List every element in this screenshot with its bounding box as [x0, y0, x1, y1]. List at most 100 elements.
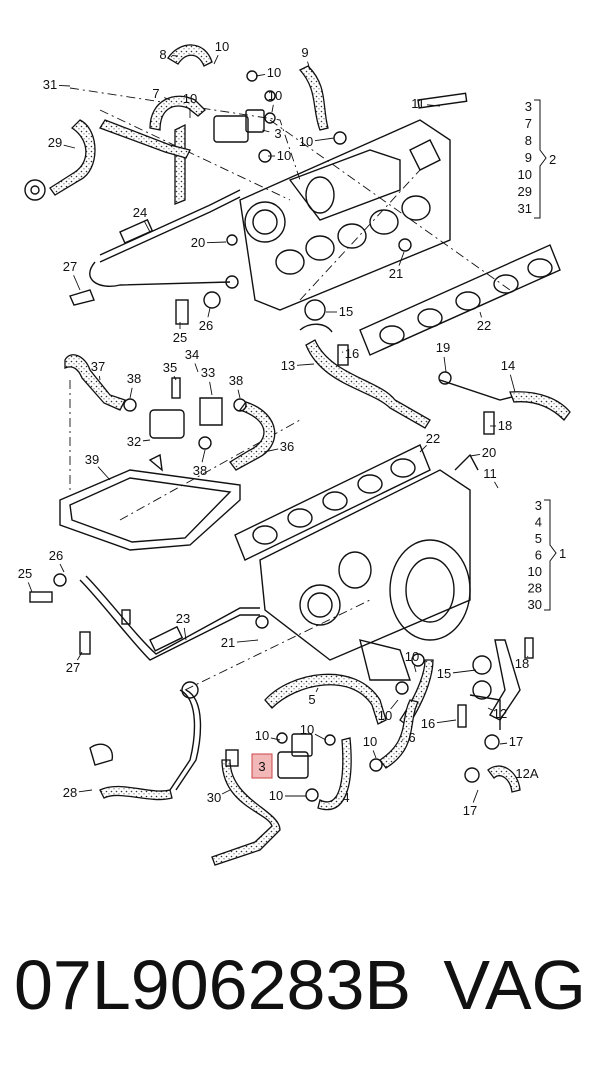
leader-line — [142, 439, 151, 442]
leader-line — [398, 251, 405, 266]
callout-29: 29 — [48, 135, 62, 150]
callout-33: 33 — [201, 365, 215, 380]
group-item: 31 — [518, 201, 532, 216]
part-number: 07L906283B — [14, 946, 412, 1024]
callout-39: 39 — [85, 452, 99, 467]
leader-line — [499, 742, 508, 745]
callout-10: 10 — [300, 722, 314, 737]
group-item: 28 — [528, 581, 542, 596]
callout-25: 25 — [18, 566, 32, 581]
coolant-pipes-lower — [457, 637, 534, 793]
callout-10: 10 — [215, 39, 229, 54]
callout-12a: 12A — [515, 766, 538, 781]
group-item: 10 — [528, 564, 542, 579]
callout-22: 22 — [477, 318, 491, 333]
group-item: 3 — [535, 498, 542, 513]
group-braces — [534, 99, 557, 611]
callout-8: 8 — [159, 47, 166, 62]
leader-line — [255, 74, 266, 77]
callout-10: 10 — [183, 91, 197, 106]
leader-line — [143, 220, 151, 233]
callout-11: 11 — [483, 466, 497, 481]
group-item: 30 — [528, 597, 542, 612]
group-item: 9 — [525, 150, 532, 165]
callout-16: 16 — [421, 716, 435, 731]
leader-line — [314, 137, 335, 142]
callout-10: 10 — [378, 708, 392, 723]
callout-26: 26 — [199, 318, 213, 333]
leader-line — [194, 363, 199, 373]
oil-line-lower — [29, 573, 269, 661]
leader-line — [213, 54, 219, 65]
callout-30: 30 — [207, 790, 221, 805]
callout-12: 12 — [493, 706, 507, 721]
footer: 07L906283B VAG — [0, 935, 600, 1035]
callout-10: 10 — [277, 148, 291, 163]
leader-line — [206, 241, 227, 244]
leader-line — [78, 789, 93, 793]
coolant-pipes-mid — [299, 323, 571, 435]
callout-16: 16 — [345, 346, 359, 361]
callout-18: 18 — [498, 418, 512, 433]
vacuum-cluster-mid — [64, 354, 276, 471]
callout-27: 27 — [66, 660, 80, 675]
gasket-upper — [359, 244, 561, 356]
callout-5: 5 — [308, 692, 315, 707]
callout-26: 26 — [49, 548, 63, 563]
callout-19: 19 — [436, 340, 450, 355]
leader-line — [27, 582, 33, 593]
leader-line — [527, 655, 529, 658]
callout-38: 38 — [229, 373, 243, 388]
exhaust-manifold-upper — [239, 92, 468, 311]
callout-20: 20 — [482, 445, 496, 460]
leader-line — [97, 466, 111, 481]
leader-line — [261, 129, 270, 133]
group-item: 10 — [518, 167, 532, 182]
leader-line — [494, 481, 499, 489]
leader-line — [77, 651, 83, 661]
callout-17: 17 — [463, 803, 477, 818]
leader-line — [207, 307, 211, 318]
leader-line — [129, 387, 133, 399]
leader-line — [98, 375, 101, 381]
callout-36: 36 — [280, 439, 294, 454]
callout-11: 11 — [411, 96, 425, 111]
callout-14: 14 — [501, 358, 515, 373]
leader-line — [59, 563, 65, 573]
callout-20: 20 — [191, 235, 205, 250]
callout-23: 23 — [176, 611, 190, 626]
group-number: 2 — [549, 152, 556, 167]
callout-15: 15 — [339, 304, 353, 319]
leader-line — [390, 699, 399, 710]
leader-line — [452, 669, 477, 674]
leader-line — [443, 356, 447, 373]
callout-10: 10 — [363, 734, 377, 749]
callout-21: 21 — [221, 635, 235, 650]
group-item: 8 — [525, 133, 532, 148]
leader-line — [209, 381, 213, 396]
callout-24: 24 — [133, 205, 147, 220]
leader-line — [296, 363, 315, 366]
leader-line — [426, 104, 441, 107]
callout-15: 15 — [437, 666, 451, 681]
callout-37: 37 — [91, 359, 105, 374]
group-item: 5 — [535, 531, 542, 546]
callout-9: 9 — [301, 45, 308, 60]
brand: VAG — [443, 946, 586, 1024]
callout-10: 10 — [255, 728, 269, 743]
group-number: 1 — [559, 546, 566, 561]
leader-line — [58, 85, 71, 87]
group-item: 3 — [525, 99, 532, 114]
callout-32: 32 — [127, 434, 141, 449]
callout-38: 38 — [193, 463, 207, 478]
callout-38: 38 — [127, 371, 141, 386]
group-item: 4 — [535, 515, 542, 530]
leader-line — [315, 687, 319, 693]
leader-line — [237, 389, 241, 399]
leader-line — [472, 789, 479, 803]
callout-3: 3 — [274, 126, 281, 141]
leader-line — [469, 453, 481, 457]
leader-line — [201, 449, 206, 463]
